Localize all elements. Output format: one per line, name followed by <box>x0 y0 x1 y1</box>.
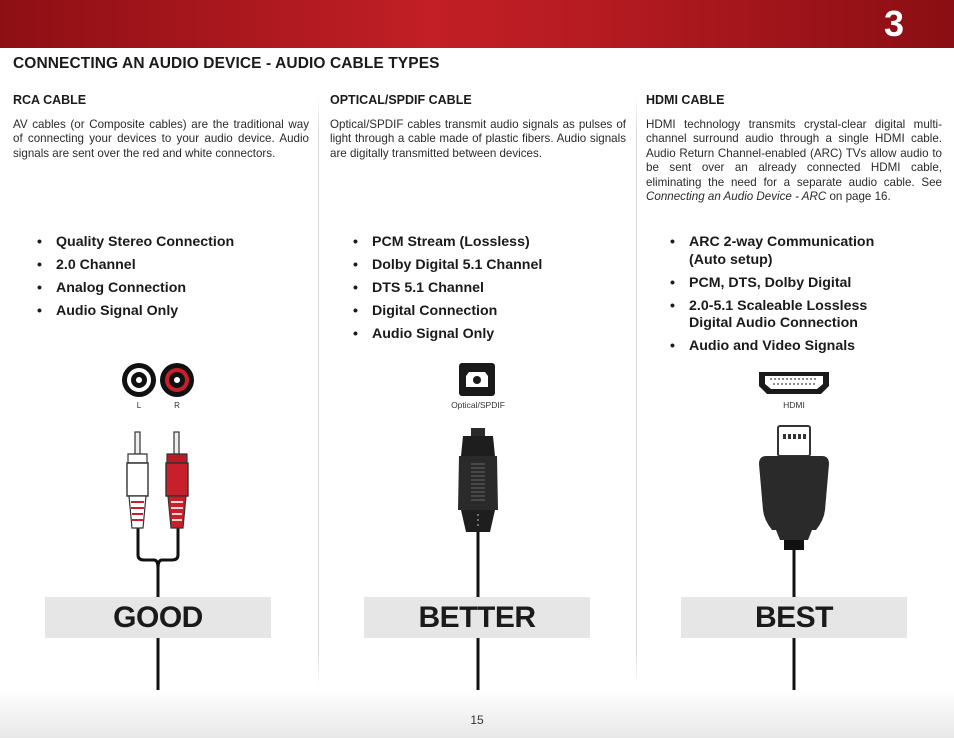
hdmi-heading: HDMI CABLE <box>646 93 725 107</box>
column-divider <box>636 96 637 686</box>
page-number: 15 <box>470 713 484 727</box>
optical-port-label: Optical/SPDIF <box>451 400 505 410</box>
footer <box>0 690 954 738</box>
hdmi-port-label: HDMI <box>783 400 805 410</box>
rca-white-plug-icon <box>126 431 149 529</box>
rating-best-banner: BEST <box>681 597 907 638</box>
feature-item: PCM, DTS, Dolby Digital <box>670 275 900 293</box>
optical-illustration: Optical/SPDIF <box>451 363 505 738</box>
feature-item: DTS 5.1 Channel <box>353 280 593 298</box>
rca-column-text: RCA CABLE AV cables (or Composite cables… <box>13 93 309 161</box>
feature-item: Audio and Video Signals <box>670 338 900 356</box>
optical-column-text: OPTICAL/SPDIF CABLE Optical/SPDIF cables… <box>330 93 626 161</box>
left-port-label: L <box>137 401 142 410</box>
hdmi-illustration: HDMI <box>759 372 829 738</box>
rating-good-banner: GOOD <box>45 597 271 638</box>
feature-item: 2.0 Channel <box>37 257 277 275</box>
feature-item: Dolby Digital 5.1 Channel <box>353 257 593 275</box>
rating-best-label: BEST <box>754 601 834 634</box>
feature-item: Digital Connection <box>353 303 593 321</box>
rating-better-banner: BETTER <box>364 597 590 638</box>
rca-description: AV cables (or Composite cables) are the … <box>13 118 309 160</box>
feature-item: 2.0-5.1 Scaleable Lossless Digital Audio… <box>670 298 900 333</box>
rca-heading: RCA CABLE <box>13 93 87 107</box>
optical-heading: OPTICAL/SPDIF CABLE <box>330 93 472 107</box>
chapter-number: 3 <box>883 3 904 44</box>
hdmi-port-icon <box>759 372 829 394</box>
hdmi-description-tail: on page 16. <box>826 190 891 204</box>
feature-item: PCM Stream (Lossless) <box>353 234 593 252</box>
hdmi-feature-list: ARC 2-way Communication (Auto setup) PCM… <box>670 234 900 361</box>
hdmi-plug-icon <box>759 425 829 550</box>
rca-cable <box>156 528 180 569</box>
feature-item: Analog Connection <box>37 280 277 298</box>
rca-red-port-icon <box>160 363 194 397</box>
hdmi-description: HDMI technology transmits crystal-clear … <box>646 118 942 204</box>
feature-item: Audio Signal Only <box>353 326 593 344</box>
rca-white-port-icon <box>122 363 156 397</box>
arc-page-reference: Connecting an Audio Device - ARC <box>646 190 827 204</box>
rca-illustration: L R <box>122 363 194 738</box>
feature-item: ARC 2-way Communication (Auto setup) <box>670 234 900 269</box>
optical-description: Optical/SPDIF cables transmit audio sign… <box>330 118 626 160</box>
column-divider <box>318 96 319 686</box>
rating-good-label: GOOD <box>113 601 203 634</box>
hdmi-description-text: HDMI technology transmits crystal-clear … <box>646 118 942 189</box>
optical-plug-icon <box>458 428 498 532</box>
feature-item: Quality Stereo Connection <box>37 234 277 252</box>
feature-item: Audio Signal Only <box>37 303 277 321</box>
hdmi-column-text: HDMI CABLE HDMI technology transmits cry… <box>646 93 942 204</box>
rating-better-label: BETTER <box>418 601 537 634</box>
page-title: CONNECTING AN AUDIO DEVICE - AUDIO CABLE… <box>13 55 440 72</box>
rca-feature-list: Quality Stereo Connection 2.0 Channel An… <box>37 234 277 326</box>
optical-port-icon <box>459 363 495 396</box>
chapter-header-bar: 3 <box>0 0 954 48</box>
rca-red-plug-icon <box>165 431 189 529</box>
optical-feature-list: PCM Stream (Lossless) Dolby Digital 5.1 … <box>353 234 593 349</box>
right-port-label: R <box>174 401 180 410</box>
